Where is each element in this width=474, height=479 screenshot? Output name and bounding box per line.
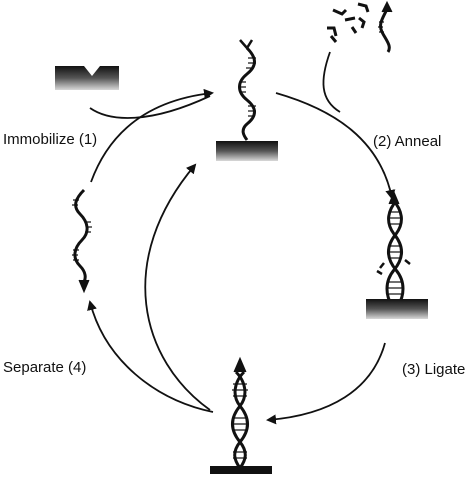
double-helix-icon-ligated [210,356,272,476]
dna-strand-icon-top [216,39,278,161]
cycle-arrow-anneal [275,92,396,200]
cycle-arrow-immobilize [90,88,214,183]
dna-strand-icon-free [378,0,393,53]
cycle-arrow-fragments-feed [322,51,341,113]
cycle-arrow-separate-outer [87,300,214,413]
oligo-fragment-icon [327,2,370,43]
cycle-arrow-separate-inner [144,163,211,411]
cycle-arrow-ligate [266,342,386,425]
substrate-icon [55,66,119,90]
dna-strand-icon-separated [72,188,92,294]
cycle-arrows [87,51,396,425]
step-label-ligate: (3) Ligate [402,361,466,378]
cycle-arrow-substrate-feed [89,95,211,119]
step-label-anneal: (2) Anneal [373,133,442,150]
step-label-separate: Separate (4) [3,359,87,376]
substrate-icon-top [216,141,278,161]
step-label-immobilize: Immobilize (1) [3,131,98,148]
substrate-icon-ligated [210,466,272,476]
double-helix-icon-annealed [366,190,428,319]
substrate-icon-annealed [366,299,428,319]
